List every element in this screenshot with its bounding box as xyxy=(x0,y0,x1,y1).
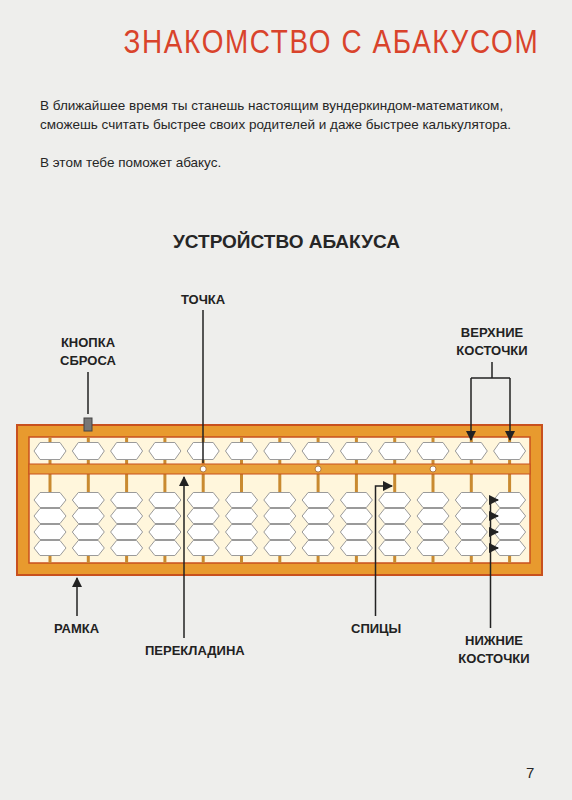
bead xyxy=(187,509,219,524)
bead xyxy=(149,493,181,508)
bead xyxy=(417,493,449,508)
crossbar-dot xyxy=(200,466,206,472)
bead xyxy=(340,509,372,524)
bead xyxy=(72,493,104,508)
frame-inner xyxy=(29,437,530,563)
part-label: КНОПКА СБРОСА xyxy=(43,334,133,370)
bead xyxy=(379,443,411,460)
bead xyxy=(340,541,372,556)
bead xyxy=(379,541,411,556)
part-label: СПИЦЫ xyxy=(351,620,401,638)
bead xyxy=(417,509,449,524)
bead xyxy=(340,525,372,540)
leader-line xyxy=(491,362,493,378)
bead xyxy=(379,493,411,508)
bead xyxy=(149,541,181,556)
bead xyxy=(494,443,526,460)
bead xyxy=(494,541,526,556)
bead xyxy=(111,443,143,460)
bead xyxy=(226,541,258,556)
section-heading: УСТРОЙСТВО АБАКУСА xyxy=(173,231,400,253)
bead xyxy=(34,443,66,460)
bead xyxy=(187,493,219,508)
bead xyxy=(226,509,258,524)
bead xyxy=(494,525,526,540)
leader-line xyxy=(490,500,492,628)
bead xyxy=(149,509,181,524)
leader-line xyxy=(202,310,204,463)
bead xyxy=(417,443,449,460)
bead xyxy=(111,493,143,508)
abacus-frame xyxy=(17,425,542,575)
part-label: ПЕРЕКЛАДИНА xyxy=(145,642,245,660)
leader-line xyxy=(87,372,89,414)
leader-arrow xyxy=(76,578,78,616)
crossbar xyxy=(29,464,530,474)
bead xyxy=(111,525,143,540)
part-label: НИЖНИЕ КОСТОЧКИ xyxy=(444,632,544,668)
bead xyxy=(111,509,143,524)
part-label: ТОЧКА xyxy=(181,291,225,309)
bead xyxy=(226,493,258,508)
intro-text: В ближайшее время ты станешь настоящим в… xyxy=(40,96,545,134)
bead xyxy=(302,541,334,556)
bead xyxy=(302,493,334,508)
bead xyxy=(379,525,411,540)
part-label: ВЕРХНИЕ КОСТОЧКИ xyxy=(442,324,542,360)
bead xyxy=(340,443,372,460)
bead xyxy=(149,525,181,540)
bead xyxy=(72,525,104,540)
bead xyxy=(302,443,334,460)
page-title: ЗНАКОМСТВО С АБАКУСОМ xyxy=(124,22,540,61)
bracket-line xyxy=(471,377,510,379)
leader-arrow xyxy=(183,477,185,638)
leader-arrow xyxy=(470,378,472,440)
intro-text: В этом тебе поможет абакус. xyxy=(40,153,221,172)
bead xyxy=(187,541,219,556)
bead xyxy=(264,509,296,524)
bead xyxy=(417,541,449,556)
bead xyxy=(417,525,449,540)
leader-arrow xyxy=(491,499,499,501)
bead xyxy=(264,541,296,556)
bead xyxy=(34,541,66,556)
leader-arrow xyxy=(491,547,499,549)
leader-arrow xyxy=(491,531,499,533)
bead xyxy=(34,493,66,508)
leader-lines xyxy=(77,310,510,638)
bead xyxy=(111,541,143,556)
crossbar-dot xyxy=(315,466,321,472)
bead xyxy=(455,525,487,540)
bead xyxy=(302,525,334,540)
leader-arrow xyxy=(509,378,511,440)
bead xyxy=(264,443,296,460)
bead xyxy=(455,541,487,556)
leader-arrow xyxy=(376,486,393,616)
bead xyxy=(72,509,104,524)
bead xyxy=(264,493,296,508)
crossbar-dot xyxy=(430,466,436,472)
bead xyxy=(149,443,181,460)
bead xyxy=(340,493,372,508)
bead xyxy=(455,443,487,460)
bead xyxy=(264,525,296,540)
bead xyxy=(455,493,487,508)
part-label: РАМКА xyxy=(54,620,99,638)
bead xyxy=(226,443,258,460)
bead xyxy=(302,509,334,524)
bead xyxy=(72,541,104,556)
bead xyxy=(455,509,487,524)
bead xyxy=(379,509,411,524)
leader-arrow xyxy=(491,515,499,517)
bead xyxy=(34,509,66,524)
bead xyxy=(34,525,66,540)
page-number: 7 xyxy=(526,764,534,781)
bead xyxy=(187,525,219,540)
bead xyxy=(494,509,526,524)
bead xyxy=(226,525,258,540)
bead xyxy=(494,493,526,508)
reset-button xyxy=(84,418,92,431)
bead xyxy=(72,443,104,460)
